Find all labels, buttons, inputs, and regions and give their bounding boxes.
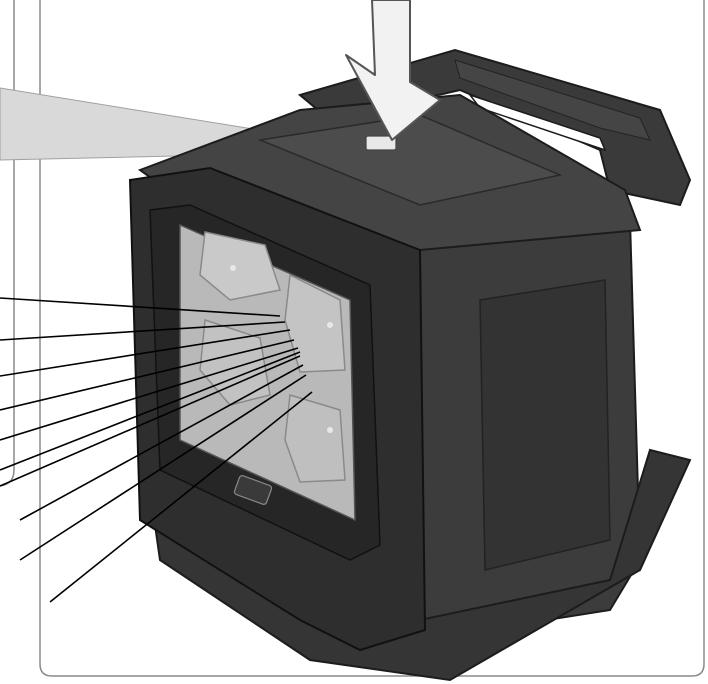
- diagram-frame: [39, 0, 705, 677]
- leader-10: [0, 351, 301, 471]
- leader-8: [19, 374, 307, 561]
- side-recess: [479, 279, 611, 571]
- leader-2: [0, 321, 286, 341]
- leader-6: [0, 355, 301, 487]
- press-arrow: [345, 0, 441, 141]
- leader-4: [0, 339, 295, 411]
- power-button[interactable]: [365, 135, 397, 151]
- base-stand: [148, 448, 692, 682]
- led-panel-bottom-right: [284, 394, 346, 483]
- callout-leaders: [0, 297, 313, 603]
- leader-5: [0, 347, 299, 441]
- leader-9: [49, 391, 313, 603]
- led-dot-3: [327, 427, 333, 433]
- work-light-device: [128, 48, 692, 682]
- leader-3: [0, 329, 291, 377]
- led-dot-2: [327, 322, 333, 328]
- left-inset-frame: [0, 0, 15, 487]
- led-panel-top-right: [284, 273, 346, 373]
- led-dot-1: [230, 265, 236, 271]
- handle-grip: [454, 59, 651, 141]
- leader-7: [19, 364, 304, 521]
- top-raised-panel: [257, 114, 563, 206]
- brand-badge: [233, 475, 273, 505]
- led-panel-top-left: [199, 231, 281, 301]
- leader-1: [0, 297, 281, 317]
